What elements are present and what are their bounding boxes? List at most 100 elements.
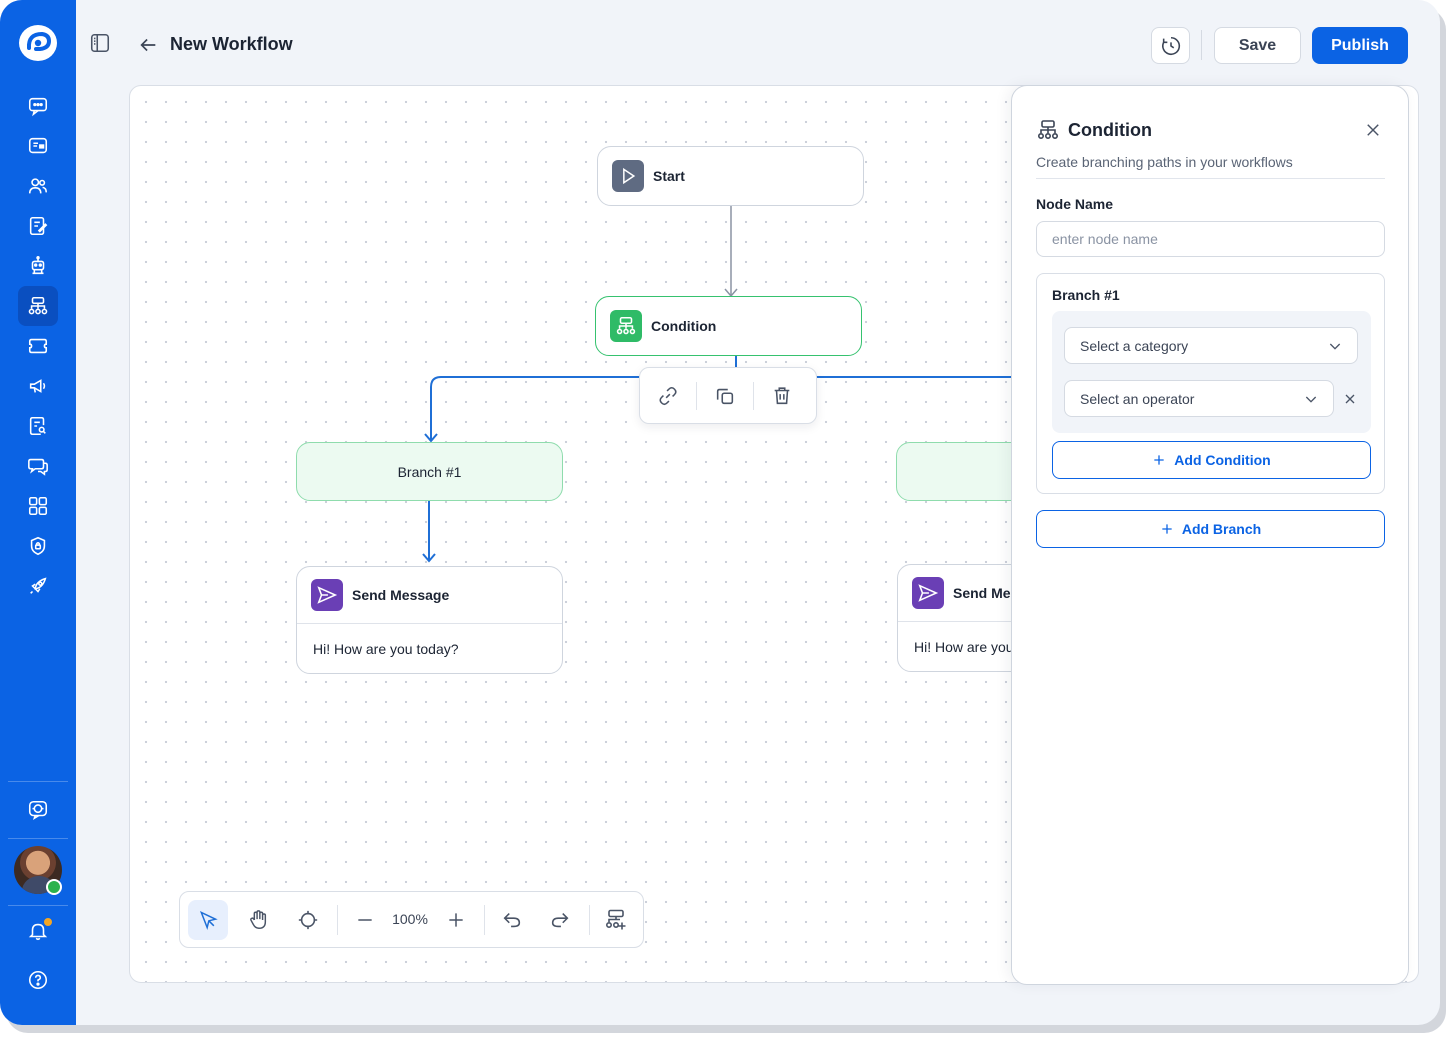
workflow-icon — [28, 296, 48, 315]
sidebar-item-chat[interactable] — [18, 86, 58, 126]
plus-icon — [1162, 524, 1172, 534]
link-icon — [659, 386, 677, 405]
arrow-head — [424, 433, 438, 443]
apps-icon — [28, 496, 48, 516]
publish-button[interactable]: Publish — [1312, 27, 1408, 64]
undo-button[interactable] — [492, 900, 532, 940]
ticket-icon — [28, 338, 48, 354]
send-icon — [912, 577, 944, 609]
operator-select[interactable]: Select an operator — [1064, 380, 1334, 417]
sidebar-item-conversations[interactable] — [18, 446, 58, 486]
redo-icon — [551, 913, 569, 928]
add-condition-button[interactable]: Add Condition — [1052, 441, 1371, 479]
search-doc-icon — [29, 416, 46, 436]
branch-icon — [610, 310, 642, 342]
duplicate-icon — [716, 388, 734, 404]
inbox-icon — [28, 137, 48, 154]
sidebar-item-security[interactable] — [18, 526, 58, 566]
remove-condition-button[interactable] — [1342, 391, 1358, 407]
toolbar-divider — [1201, 30, 1202, 60]
connector-condition-branch1 — [430, 355, 737, 441]
delete-button[interactable] — [754, 367, 810, 424]
arrow-left-icon — [140, 38, 156, 52]
center-view-button[interactable] — [288, 900, 328, 940]
toolbar-divider — [484, 905, 485, 935]
play-icon — [612, 160, 644, 192]
add-node-button[interactable] — [596, 900, 636, 940]
redo-button[interactable] — [540, 900, 580, 940]
panel-subtitle: Create branching paths in your workflows — [1036, 154, 1293, 170]
add-branch-button[interactable]: Add Branch — [1036, 510, 1385, 548]
branch-title: Branch #1 — [1052, 287, 1120, 303]
start-node[interactable]: Start — [597, 146, 864, 206]
history-icon — [1161, 36, 1180, 55]
send-message-node-1[interactable]: Send Message Hi! How are you today? — [296, 566, 563, 674]
sidebar-item-help[interactable] — [18, 960, 58, 1000]
category-select[interactable]: Select a category — [1064, 327, 1358, 364]
save-button[interactable]: Save — [1214, 27, 1301, 64]
toggle-panel-button[interactable] — [89, 32, 111, 54]
sidebar-item-tickets[interactable] — [18, 326, 58, 366]
pointer-icon — [199, 911, 218, 930]
hand-tool[interactable] — [238, 900, 278, 940]
bell-icon — [28, 923, 48, 941]
arrow-head — [422, 553, 436, 563]
sidebar-item-apps[interactable] — [18, 486, 58, 526]
close-panel-button[interactable] — [1362, 119, 1384, 141]
condition-panel: Condition Create branching paths in your… — [1011, 85, 1409, 985]
zoom-out-icon — [358, 919, 372, 921]
add-node-icon — [605, 909, 626, 930]
logo[interactable] — [16, 22, 60, 64]
condition-node[interactable]: Condition — [595, 296, 862, 356]
category-select-value: Select a category — [1080, 337, 1189, 354]
pointer-tool[interactable] — [188, 900, 228, 940]
condition-node-label: Condition — [651, 318, 717, 334]
link-button[interactable] — [640, 367, 696, 424]
zoom-out-button[interactable] — [345, 900, 385, 940]
sidebar-item-notes[interactable] — [18, 206, 58, 246]
chevron-down-icon — [1329, 343, 1341, 350]
sidebar-item-workflow[interactable] — [18, 286, 58, 326]
branch-card: Branch #1 Select a category Select an op… — [1036, 273, 1385, 494]
trash-icon — [774, 386, 790, 404]
notification-badge — [43, 917, 53, 927]
toolbar-divider — [696, 381, 697, 410]
condition-group: Select a category Select an operator — [1052, 311, 1371, 433]
contacts-icon — [28, 178, 48, 194]
notes-icon — [29, 216, 48, 236]
duplicate-button[interactable] — [697, 367, 753, 424]
send-message-title: Send Message — [352, 587, 450, 603]
app-window: New Workflow Save Publish Start — [0, 0, 1440, 1025]
security-icon — [30, 536, 46, 556]
node-name-input[interactable] — [1036, 221, 1385, 257]
operator-select-value: Select an operator — [1080, 390, 1195, 407]
close-icon — [1367, 124, 1379, 136]
chevron-down-icon — [1305, 396, 1317, 403]
sidebar — [0, 0, 76, 1025]
history-button[interactable] — [1151, 27, 1190, 64]
page-title: New Workflow — [170, 34, 293, 54]
sidebar-item-support[interactable] — [18, 790, 58, 830]
conversations-icon — [28, 458, 48, 476]
support-icon — [28, 800, 48, 821]
sidebar-item-campaigns[interactable] — [18, 366, 58, 406]
undo-icon — [503, 913, 521, 928]
sidebar-item-launch[interactable] — [18, 566, 58, 606]
canvas-toolbar: 100% — [179, 891, 644, 948]
panel-title: Condition — [1068, 120, 1152, 140]
branch-node-1[interactable]: Branch #1 — [296, 442, 563, 501]
sidebar-item-inbox[interactable] — [18, 126, 58, 166]
branch-node-label: Branch #1 — [397, 463, 462, 480]
sidebar-item-notifications[interactable] — [18, 911, 58, 951]
online-status-indicator — [46, 879, 62, 895]
zoom-in-button[interactable] — [436, 900, 476, 940]
sidebar-item-bot[interactable] — [18, 246, 58, 286]
node-action-toolbar — [639, 367, 817, 424]
condition-panel-icon — [1036, 118, 1060, 147]
back-button[interactable] — [136, 33, 160, 57]
sidebar-item-contacts[interactable] — [18, 166, 58, 206]
start-node-label: Start — [653, 168, 685, 184]
target-icon — [298, 910, 318, 930]
sidebar-item-reports[interactable] — [18, 406, 58, 446]
rocket-icon — [30, 577, 47, 594]
